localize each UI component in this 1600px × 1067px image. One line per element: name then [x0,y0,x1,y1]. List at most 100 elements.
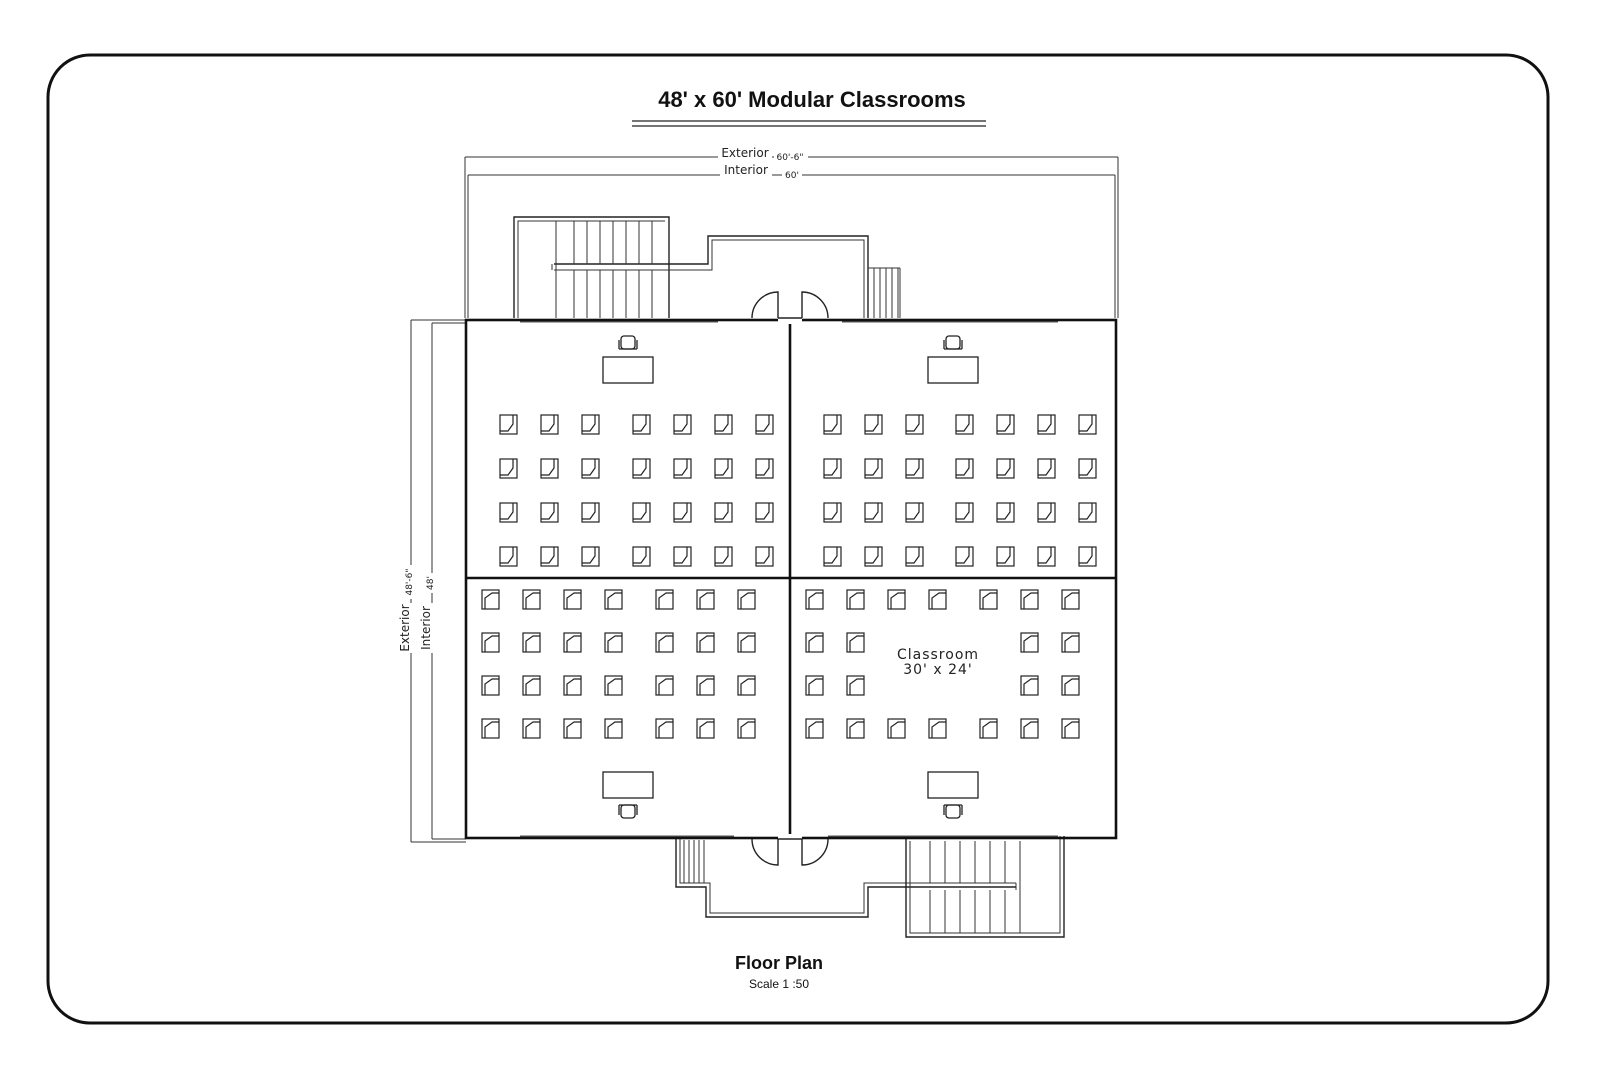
student-desk [499,414,518,435]
student-desk [864,458,883,479]
student-desk [1020,589,1039,610]
student-desk [1061,589,1080,610]
student-desk [522,632,541,653]
student-desk [1061,632,1080,653]
student-desk [955,414,974,435]
student-desk [632,414,651,435]
student-desk [1020,718,1039,739]
horizontal-interior-label: Interior [724,163,768,177]
student-desk [905,502,924,523]
teacher-chair [943,804,963,819]
student-desk [696,589,715,610]
student-desk [846,589,865,610]
student-desk [887,718,906,739]
student-desk [540,414,559,435]
student-desk [864,546,883,567]
student-desk [655,718,674,739]
teacher-desks [602,335,979,819]
student-desk [823,458,842,479]
student-desk [755,458,774,479]
student-desk [632,502,651,523]
student-desk [737,589,756,610]
student-desk [955,458,974,479]
student-desk [928,589,947,610]
student-desk [755,546,774,567]
teacher-chair [618,335,638,350]
student-desk [979,718,998,739]
student-desk [481,589,500,610]
top-entry-doors [751,291,829,324]
student-desk [522,589,541,610]
student-desk [604,632,623,653]
student-desk [805,675,824,696]
teacher-desk [927,771,979,819]
student-desk [673,546,692,567]
student-desk [499,546,518,567]
student-desk [805,589,824,610]
student-desks [481,414,1097,739]
student-desk [522,718,541,739]
student-desk [673,414,692,435]
student-desk [581,546,600,567]
student-desk [887,589,906,610]
student-desk [996,546,1015,567]
student-desk [604,675,623,696]
student-desk [1037,502,1056,523]
student-desk [714,546,733,567]
horizontal-exterior-value: 60'-6" [776,153,803,163]
student-desk [655,632,674,653]
horizontal-interior-value: 60' [785,171,799,181]
student-desk [846,675,865,696]
student-desk [996,414,1015,435]
student-desk [696,675,715,696]
teacher-desk [927,335,979,384]
student-desk [955,502,974,523]
bottom-stair-treads [683,840,1006,933]
student-desk [522,675,541,696]
student-desk [737,718,756,739]
bottom-ramp-and-stairs [675,836,1065,938]
student-desk [1078,502,1097,523]
building-walls [464,318,1118,840]
student-desk [481,632,500,653]
vertical-exterior-label: Exterior [398,604,412,651]
bottom-entry-doors [751,834,829,866]
student-desk [737,632,756,653]
student-desk [714,458,733,479]
classroom-label: Classroom 30' x 24' [893,646,983,678]
student-desk [864,502,883,523]
student-desk [755,502,774,523]
student-desk [755,414,774,435]
student-desk [673,458,692,479]
student-desk [481,718,500,739]
student-desk [673,502,692,523]
student-desk [632,546,651,567]
vertical-interior-label: Interior [419,606,433,650]
student-desk [655,675,674,696]
student-desk [563,718,582,739]
student-desk [1061,675,1080,696]
student-desk [714,502,733,523]
student-desk [905,414,924,435]
student-desk [905,546,924,567]
student-desk [581,502,600,523]
top-stair-treads [573,221,899,318]
student-desk [563,589,582,610]
student-desk [696,632,715,653]
student-desk [737,675,756,696]
student-desk [1037,458,1056,479]
student-desk [905,458,924,479]
vertical-interior-value: 48' [426,576,436,590]
student-desk [805,718,824,739]
teacher-chair [943,335,963,350]
student-desk [996,502,1015,523]
student-desk [540,458,559,479]
student-desk [481,675,500,696]
teacher-desk [602,771,654,819]
vertical-exterior-value: 48'-6" [405,568,415,595]
student-desk [714,414,733,435]
student-desk [928,718,947,739]
student-desk [864,414,883,435]
student-desk [499,458,518,479]
